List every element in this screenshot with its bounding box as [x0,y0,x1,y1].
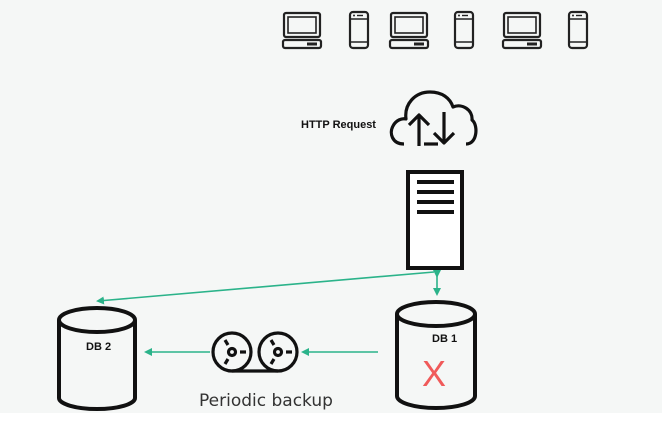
periodic-backup-label: Periodic backup [199,391,333,411]
phone-icon [348,10,370,50]
db2-cylinder [57,306,137,411]
laptop-icon [501,11,543,50]
phone-icon [567,10,589,50]
tape-reel-icon [211,331,299,373]
phone-icon [453,10,475,50]
client-devices [281,10,589,50]
db2-label: DB 2 [86,341,111,353]
server-to-db2-arrow [96,271,435,305]
db1-cylinder [395,300,477,410]
cloud-upload-download-icon [389,90,478,146]
laptop-icon [281,11,323,50]
http-request-label: HTTP Request [301,119,376,131]
db1-label: DB 1 [432,333,457,345]
laptop-icon [388,11,430,50]
server-icon [406,170,464,270]
failure-x-mark: X [422,353,446,394]
